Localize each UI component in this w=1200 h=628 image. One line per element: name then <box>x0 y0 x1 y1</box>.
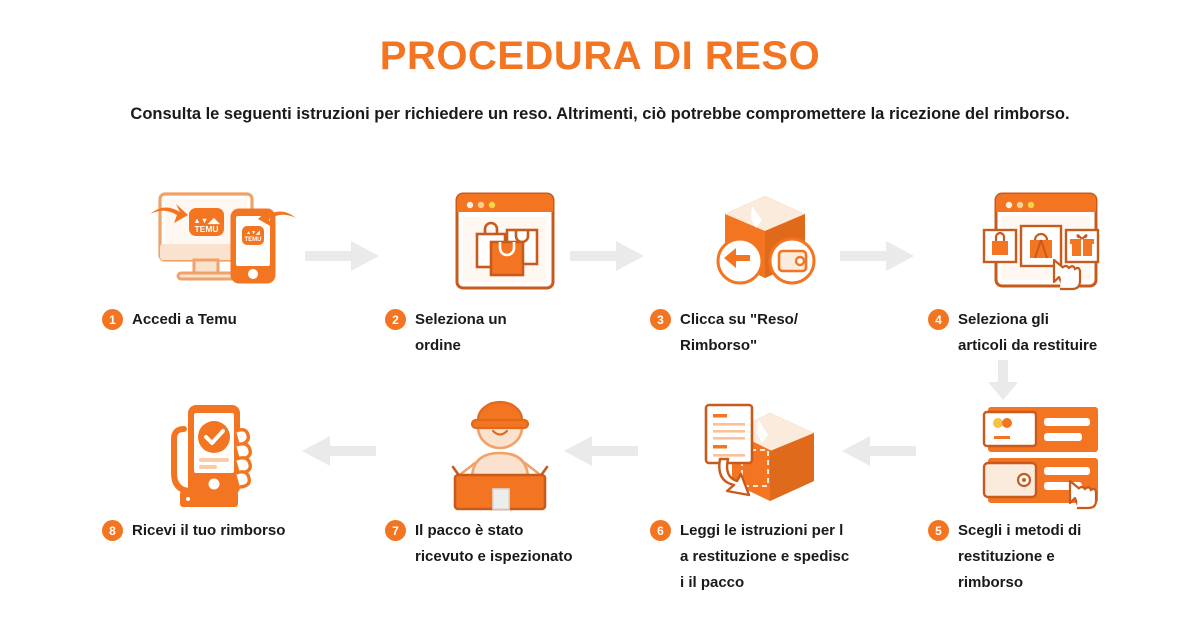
arrow-step6-to-step7 <box>562 435 638 467</box>
step-4-label-row: 4 Seleziona gli articoli da restituire <box>918 307 1168 359</box>
step-2-illustration <box>375 182 625 307</box>
step-5-label: Scegli i metodi di restituzione e rimbor… <box>958 522 1082 591</box>
step-5-illustration <box>918 393 1168 518</box>
svg-text:▲▼◢: ▲▼◢ <box>246 230 260 236</box>
page-subtitle: Consulta le seguenti istruzioni per rich… <box>130 105 1070 123</box>
arrow-step1-to-step2 <box>305 240 381 272</box>
step-2-label-row: 2 Seleziona un ordine <box>375 307 625 359</box>
desktop-and-phone-temu-login-icon: ▲▼◢◣ TEMU ▲▼◢ TEMU <box>150 192 296 284</box>
step-7-label-row: 7 Il pacco è stato ricevuto e ispezionat… <box>375 518 625 570</box>
step-3-illustration <box>640 182 890 307</box>
step-3: 3 Clicca su "Reso/ Rimborso" <box>640 182 890 359</box>
step-8-label-row: 8 Ricevi il tuo rimborso <box>92 518 342 544</box>
step-6: 6 Leggi le istruzioni per l a restituzio… <box>640 393 890 596</box>
step-1-number: 1 <box>102 309 123 330</box>
browser-window-orders-icon <box>455 192 555 290</box>
step-6-illustration <box>640 393 890 518</box>
arrow-step5-to-step6 <box>840 435 916 467</box>
svg-text:TEMU: TEMU <box>245 237 262 243</box>
step-5: 5 Scegli i metodi di restituzione e rimb… <box>918 393 1168 596</box>
step-4-number: 4 <box>928 309 949 330</box>
step-1: ▲▼◢◣ TEMU ▲▼◢ TEMU 1 Accedi a Temu <box>92 182 342 333</box>
step-4-label: Seleziona gli articoli da restituire <box>958 311 1098 354</box>
arrow-step2-to-step3 <box>570 240 646 272</box>
step-2-number: 2 <box>385 309 406 330</box>
svg-text:TEMU: TEMU <box>194 224 218 234</box>
step-3-label-row: 3 Clicca su "Reso/ Rimborso" <box>640 307 890 359</box>
step-4: 4 Seleziona gli articoli da restituire <box>918 182 1168 359</box>
payment-methods-cursor-icon <box>982 407 1098 510</box>
arrow-step4-to-step5 <box>987 360 1019 400</box>
worker-inspecting-package-icon <box>451 400 549 511</box>
hand-phone-refund-check-icon <box>171 405 252 507</box>
step-6-label-row: 6 Leggi le istruzioni per l a restituzio… <box>640 518 890 596</box>
step-7: 7 Il pacco è stato ricevuto e ispezionat… <box>375 393 625 570</box>
step-2-label: Seleziona un ordine <box>415 311 507 354</box>
svg-text:▲▼◢◣: ▲▼◢◣ <box>193 216 221 225</box>
step-2: 2 Seleziona un ordine <box>375 182 625 359</box>
step-8: 8 Ricevi il tuo rimborso <box>92 393 342 544</box>
step-3-number: 3 <box>650 309 671 330</box>
arrow-step7-to-step8 <box>300 435 376 467</box>
instructions-document-package-icon <box>704 403 814 501</box>
page-title: PROCEDURA DI RESO <box>379 34 821 78</box>
step-3-label: Clicca su "Reso/ Rimborso" <box>680 311 798 354</box>
step-8-label: Ricevi il tuo rimborso <box>132 522 286 539</box>
step-4-illustration <box>918 182 1168 307</box>
step-1-label-row: 1 Accedi a Temu <box>92 307 342 333</box>
step-7-label: Il pacco è stato ricevuto e ispezionato <box>415 522 573 565</box>
step-1-label: Accedi a Temu <box>132 311 237 328</box>
step-8-illustration <box>92 393 342 518</box>
step-5-label-row: 5 Scegli i metodi di restituzione e rimb… <box>918 518 1168 596</box>
step-7-number: 7 <box>385 520 406 541</box>
step-5-number: 5 <box>928 520 949 541</box>
step-8-number: 8 <box>102 520 123 541</box>
browser-select-items-cursor-icon <box>982 192 1100 291</box>
step-6-number: 6 <box>650 520 671 541</box>
step-1-illustration: ▲▼◢◣ TEMU ▲▼◢ TEMU <box>92 182 342 307</box>
step-7-illustration <box>375 393 625 518</box>
package-return-refund-icon <box>716 196 816 285</box>
step-6-label: Leggi le istruzioni per l a restituzione… <box>680 522 850 591</box>
arrow-step3-to-step4 <box>840 240 916 272</box>
